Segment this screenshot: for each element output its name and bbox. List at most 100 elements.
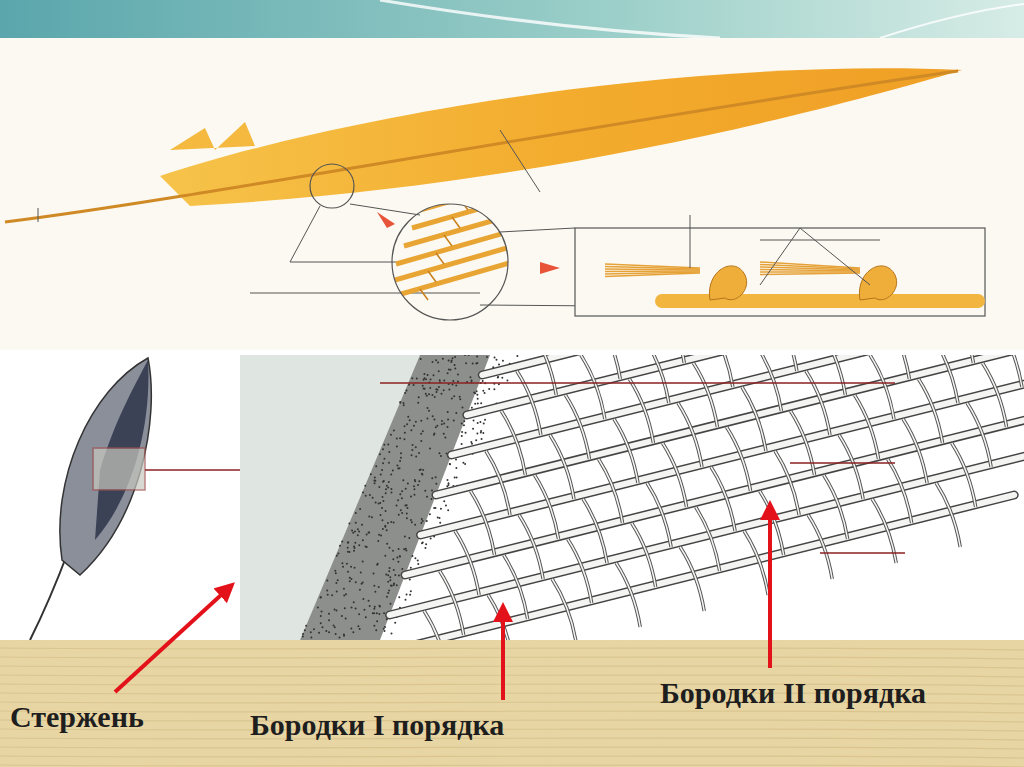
stipple [399,401,401,403]
stipple [464,355,466,356]
stipple [396,445,398,447]
magnified-box [575,228,985,316]
barbule [581,355,605,419]
barbule [616,563,640,627]
barbule [488,595,512,640]
stipple [320,622,322,624]
barbule [709,355,733,387]
barbule [680,547,704,611]
stipple [357,534,359,536]
barbule-outline [517,371,541,435]
red-pointer [377,212,395,228]
barbule [824,475,848,539]
stipple [404,432,406,434]
stipple [399,402,401,404]
barbule [744,531,768,595]
stipple [471,407,473,409]
stipple [501,377,503,379]
stipple [455,412,457,414]
small-feather-vane [60,358,151,575]
barbule [839,435,863,499]
stipple [415,446,417,448]
stipple [394,574,396,576]
wood-grain-line [0,729,1024,731]
stipple [373,585,375,587]
stipple [406,517,408,519]
stipple [424,490,426,492]
stipple [439,522,441,524]
stipple [369,605,371,607]
stipple [426,407,428,409]
stipple [387,486,389,488]
stipple [405,488,407,490]
wood-grain-line [0,747,1024,749]
stipple [302,633,304,635]
stipple [403,438,405,440]
stipple [366,546,368,548]
stipple [382,481,384,483]
barbule [519,515,543,579]
leader-line [250,293,480,294]
stipple [381,519,383,521]
stipple [471,380,473,382]
stipple [435,483,437,485]
barbule-outline [839,435,863,499]
barbule-outline [532,355,556,395]
stipple [447,426,449,428]
stipple [409,578,411,580]
stipple [453,395,455,397]
top-band [0,0,1024,38]
stipple [471,443,473,445]
stipple [437,362,439,364]
stipple [335,582,337,584]
barb-outline [374,495,1014,640]
barbule-outline [885,355,909,379]
barbule [663,443,687,507]
stipple [360,572,362,574]
barbule-outline [824,475,848,539]
stipple [399,555,401,557]
barbule [693,363,717,427]
stipple [350,578,352,580]
stipple [361,524,363,526]
stipple [413,425,415,427]
barbule [583,499,607,563]
stipple [477,422,479,424]
barbule-outline [952,443,976,507]
barbule [696,507,720,571]
stipple [409,419,411,421]
stipple [431,361,433,363]
stipple [483,423,485,425]
stipple [420,440,422,442]
part-label: Бородки II порядка [660,676,926,710]
stipple [310,637,312,639]
barbule [998,355,1022,387]
wood-grain [0,648,1024,767]
leader-line [500,228,575,232]
stipple [352,532,354,534]
hook [859,266,896,300]
stipple [459,396,461,398]
barbule [952,443,976,507]
stipple [423,373,425,375]
stipple [455,385,457,387]
stipple [383,444,385,446]
pointer-arrow [768,504,772,668]
barbule-outline [775,451,799,515]
stipple [435,476,437,478]
stipple [461,406,463,408]
barb [421,375,1024,535]
stipple [321,626,323,628]
stipple [461,435,463,437]
stipple [411,521,413,523]
stipple [493,388,495,390]
stipple [415,421,417,423]
stipple [398,574,400,576]
stipple [470,441,472,443]
stipple [443,500,445,502]
part-label: Стержень [10,700,144,734]
stipple [461,443,463,445]
stipple [497,376,499,378]
barbule [535,475,559,539]
stipple [424,547,426,549]
